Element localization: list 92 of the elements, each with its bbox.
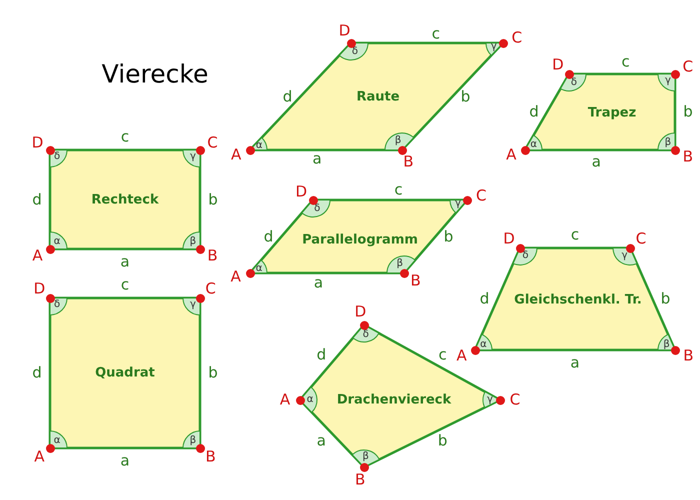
- angle-label: α: [54, 236, 60, 247]
- side-label: c: [394, 182, 403, 198]
- vertex-label: A: [231, 148, 242, 163]
- side-label: c: [432, 26, 440, 42]
- side-label: b: [683, 104, 693, 120]
- angle-label: β: [190, 436, 196, 446]
- shape-name: Raute: [356, 90, 400, 104]
- angle-label: γ: [487, 394, 493, 405]
- angle-label: β: [396, 258, 404, 269]
- angle-label: β: [664, 138, 672, 148]
- angle-label: β: [394, 136, 402, 146]
- angle-label: β: [362, 452, 369, 462]
- side-label: d: [264, 229, 274, 244]
- angle-label: α: [306, 394, 314, 405]
- angle-label: δ: [352, 47, 358, 58]
- side-label: a: [570, 356, 580, 370]
- side-label: a: [120, 254, 130, 270]
- vertex-label: D: [338, 24, 350, 39]
- shape-name: Parallelogramm: [302, 234, 418, 246]
- vertex-label: A: [230, 270, 241, 285]
- vertex-label: B: [205, 450, 216, 465]
- angle-label: δ: [54, 152, 60, 162]
- angle-label: δ: [570, 78, 578, 88]
- side-label: c: [438, 347, 447, 362]
- side-label: d: [32, 192, 42, 207]
- vertex-label: B: [207, 248, 218, 264]
- angle-label: β: [190, 236, 196, 247]
- vertex-label: B: [683, 348, 694, 364]
- vertex-label: B: [410, 274, 421, 289]
- angle-label: α: [256, 264, 262, 274]
- vertex-label: A: [34, 450, 45, 465]
- angle-label: γ: [622, 251, 628, 262]
- vertex-label: C: [207, 135, 218, 150]
- side-label: a: [120, 454, 130, 468]
- side-label: a: [592, 154, 601, 170]
- vertex-label: B: [682, 149, 694, 164]
- vertex-label: A: [32, 248, 43, 264]
- angle-label: γ: [490, 42, 497, 52]
- side-label: b: [208, 192, 218, 207]
- angle-label: α: [530, 140, 537, 150]
- vertex-label: D: [32, 135, 44, 150]
- vertex-label: A: [456, 348, 467, 364]
- side-label: d: [529, 104, 539, 120]
- vertex-label: C: [636, 232, 646, 247]
- angle-label: γ: [664, 76, 671, 86]
- vertex-label: D: [354, 304, 366, 320]
- vertex-label: D: [503, 232, 515, 247]
- angle-label: α: [480, 340, 487, 350]
- side-label: c: [621, 54, 630, 69]
- angle-label: δ: [314, 204, 320, 214]
- side-label: a: [316, 434, 326, 449]
- angle-label: γ: [190, 300, 196, 310]
- side-label: d: [316, 347, 326, 362]
- shape-name: Drachenviereck: [336, 394, 452, 406]
- angle-label: α: [256, 141, 262, 152]
- shape-name: Rechteck: [91, 193, 159, 206]
- vertex-label: B: [355, 472, 366, 488]
- vertex-label: C: [682, 60, 694, 75]
- side-label: b: [460, 89, 470, 104]
- vertex-label: A: [506, 148, 516, 163]
- side-label: d: [32, 366, 42, 380]
- side-label: d: [480, 292, 490, 306]
- shape-name: Quadrat: [95, 366, 155, 380]
- shape-name: Trapez: [588, 106, 636, 120]
- side-label: b: [660, 292, 670, 306]
- shape-name: Gleichschenkl. Tr.: [514, 294, 642, 306]
- side-label: c: [120, 130, 130, 144]
- vertex-label: C: [205, 281, 216, 296]
- vertex-label: B: [403, 154, 414, 170]
- title: Vierecke: [102, 62, 208, 86]
- side-label: c: [570, 228, 580, 242]
- angle-label: δ: [522, 251, 529, 262]
- side-label: c: [120, 278, 130, 292]
- angle-label: δ: [54, 300, 60, 310]
- angle-label: γ: [454, 199, 461, 210]
- vertex-label: D: [296, 184, 308, 200]
- angle-label: β: [663, 340, 670, 350]
- side-label: b: [208, 366, 218, 380]
- vertex-label: C: [510, 392, 520, 408]
- angle-label: δ: [362, 330, 369, 340]
- side-label: b: [438, 434, 448, 449]
- vertex-label: D: [34, 281, 46, 296]
- side-label: a: [312, 152, 322, 167]
- side-label: d: [282, 89, 292, 104]
- angle-label: γ: [190, 152, 196, 162]
- vertex-label: C: [512, 30, 522, 46]
- side-label: b: [444, 229, 454, 244]
- angle-label: α: [54, 436, 60, 446]
- vertex-label: C: [476, 188, 486, 204]
- side-label: a: [314, 275, 324, 290]
- vertex-label: A: [280, 392, 290, 408]
- vertex-label: D: [552, 58, 564, 73]
